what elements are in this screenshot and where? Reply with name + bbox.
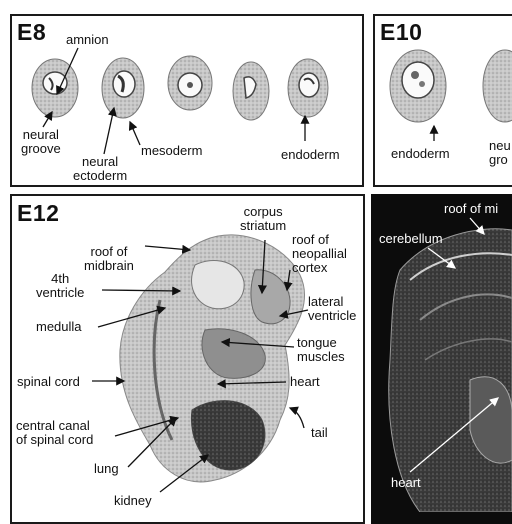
dark-embryo-section [388,228,512,512]
arrow-neural-ectoderm [103,106,117,155]
label-e12-heart: heart [290,374,320,389]
arrow-mesoderm [128,120,141,146]
label-amnion: amnion [66,32,109,47]
label-e8-endoderm: endoderm [281,147,340,162]
label-tail: tail [311,425,328,440]
label-dark-roof-of-midbrain: roof of mi [444,201,499,216]
arrow-roof-of-neopallial-cortex [283,269,293,292]
e10-embryo-sections [389,49,512,123]
label-mesoderm: mesoderm [141,143,203,158]
label-spinal-cord: spinal cord [17,374,80,389]
arrow-4th-ventricle [101,286,182,296]
arrow-tail [288,406,305,429]
panel-e12-title: E12 [17,200,60,226]
arrow-medulla [97,305,167,328]
label-lateral-ventricle: lateral ventricle [308,294,357,323]
label-roof-of-neopallial-cortex: roof of neopallial cortex [292,232,347,275]
arrow-amnion [56,47,79,96]
arrow-dark-heart [409,397,499,473]
arrow-tongue-muscles [220,338,295,348]
label-tongue-muscles: tongue muscles [297,335,345,364]
arrow-roof-of-midbrain [144,244,192,254]
arrow-lateral-ventricle [278,309,309,319]
panel-e10-title: E10 [380,19,423,45]
label-central-canal: central canal of spinal cord [16,418,94,447]
label-corpus-striatum: corpus striatum [240,204,287,233]
arrow-dark-roof-of-midbrain [469,217,485,235]
arrow-e12-heart [216,379,287,389]
arrow-corpus-striatum [257,239,267,295]
label-roof-of-midbrain: roof of midbrain [84,244,134,273]
arrow-kidney [159,454,210,493]
panel-e8-title: E8 [17,19,47,45]
figure-graphics [31,47,512,512]
label-kidney: kidney [114,493,152,508]
label-e10-endoderm: endoderm [391,146,450,161]
e12-embryo-section [119,234,305,483]
label-medulla: medulla [36,319,82,334]
arrow-neural-groove [42,110,53,128]
e8-embryo-sections [31,55,329,121]
label-neural-groove: neural groove [21,127,61,156]
label-4th-ventricle: 4th ventricle [36,271,85,300]
label-lung: lung [94,461,119,476]
label-cerebellum: cerebellum [379,231,443,246]
arrow-lung [127,417,177,468]
label-e10-neural-groove: neu gro [489,138,511,167]
label-dark-heart: heart [391,475,421,490]
label-neural-ectoderm: neural ectoderm [73,154,128,183]
arrow-cerebellum [427,247,457,269]
